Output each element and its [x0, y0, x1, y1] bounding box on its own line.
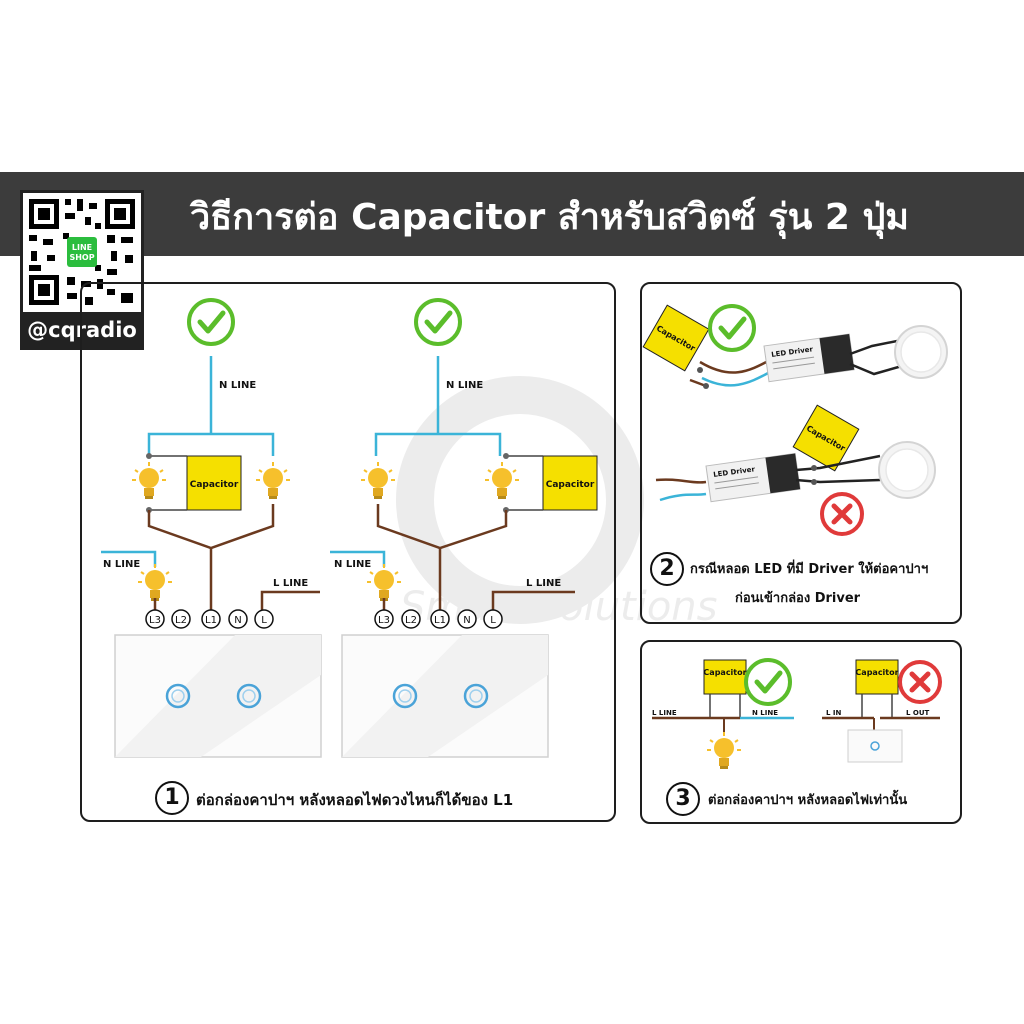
header-bar: [0, 172, 1024, 256]
bulb-icon: [137, 563, 173, 602]
step-2-badge: 2: [650, 552, 684, 586]
step-1-badge: 1: [155, 781, 189, 815]
n-line-side-label: N LINE: [103, 559, 140, 570]
bulb-icon: [255, 461, 291, 500]
panel-3-caption: ต่อกล่องคาปาฯ หลังหลอดไฟเท่านั้น: [708, 793, 908, 808]
capacitor-box: [703, 659, 747, 695]
capacitor-label: Capacitor: [190, 480, 239, 490]
capacitor-box: [542, 455, 598, 511]
l-line-label: L LINE: [273, 578, 308, 589]
wall-switch-1gang: [847, 729, 903, 763]
qr-badge-line1: LINE: [72, 243, 92, 252]
capacitor-label: Capacitor: [855, 668, 898, 677]
capacitor-label: Capacitor: [546, 480, 595, 490]
wall-switch-2gang: [113, 633, 323, 759]
l-line-label: L LINE: [652, 709, 677, 717]
terminal-label: L2: [175, 615, 187, 626]
capacitor-box: [855, 659, 899, 695]
capacitor-box: [186, 455, 242, 511]
bulb-icon: [484, 461, 520, 500]
terminal-label: L: [261, 615, 267, 626]
panel-1: [80, 282, 616, 822]
wall-switch-2gang: [340, 633, 550, 759]
qr-badge-line2: SHOP: [69, 253, 94, 262]
diagram-b: N LINE Capacitor N LINE L LINE L3 L2 L1 …: [330, 300, 598, 759]
panel-2: [640, 282, 962, 624]
n-line-label: N LINE: [446, 380, 483, 391]
l-line-label: L LINE: [526, 578, 561, 589]
panel-1-caption: ต่อกล่องคาปาฯ หลังหลอดไฟดวงไหนก็ได้ของ L…: [196, 791, 514, 809]
terminal-label: L1: [434, 615, 446, 626]
qr-code-icon: LINE SHOP: [29, 199, 135, 305]
bulb-icon: [360, 461, 396, 500]
diagram-a: N LINE Capacitor N LINE L LINE L3 L2 L1 …: [101, 300, 323, 759]
terminal-label: L2: [405, 615, 417, 626]
page-title: วิธีการต่อ Capacitor สำหรับสวิตซ์ รุ่น 2…: [190, 197, 910, 238]
terminal-label: L3: [149, 615, 161, 626]
panel-2-caption-line2: ก่อนเข้ากล่อง Driver: [735, 591, 861, 606]
terminal-label: L1: [205, 615, 217, 626]
l-out-label: L OUT: [906, 709, 930, 717]
check-icon: [189, 300, 233, 344]
capacitor-label: Capacitor: [703, 668, 746, 677]
n-line-side-label: N LINE: [334, 559, 371, 570]
n-line-label: N LINE: [219, 380, 256, 391]
l-in-label: L IN: [826, 709, 842, 717]
bulb-icon: [366, 563, 402, 602]
terminal-label: L: [490, 615, 496, 626]
terminal-label: N: [463, 615, 470, 626]
panel-2-caption-line1: กรณีหลอด LED ที่มี Driver ให้ต่อคาปาฯ: [690, 562, 929, 577]
step-3-badge: 3: [666, 782, 700, 816]
bulb-icon: [131, 461, 167, 500]
panel-2-diagram: Capacitor LED Driver Capacitor LED Drive…: [642, 305, 948, 534]
terminal-label: N: [234, 615, 241, 626]
panel-3: [640, 640, 962, 824]
terminal-label: L3: [378, 615, 390, 626]
check-icon: [416, 300, 460, 344]
panel-3-diagram: Capacitor L LINE N LINE Capacitor L IN L…: [652, 659, 940, 770]
n-line-label: N LINE: [752, 709, 778, 717]
